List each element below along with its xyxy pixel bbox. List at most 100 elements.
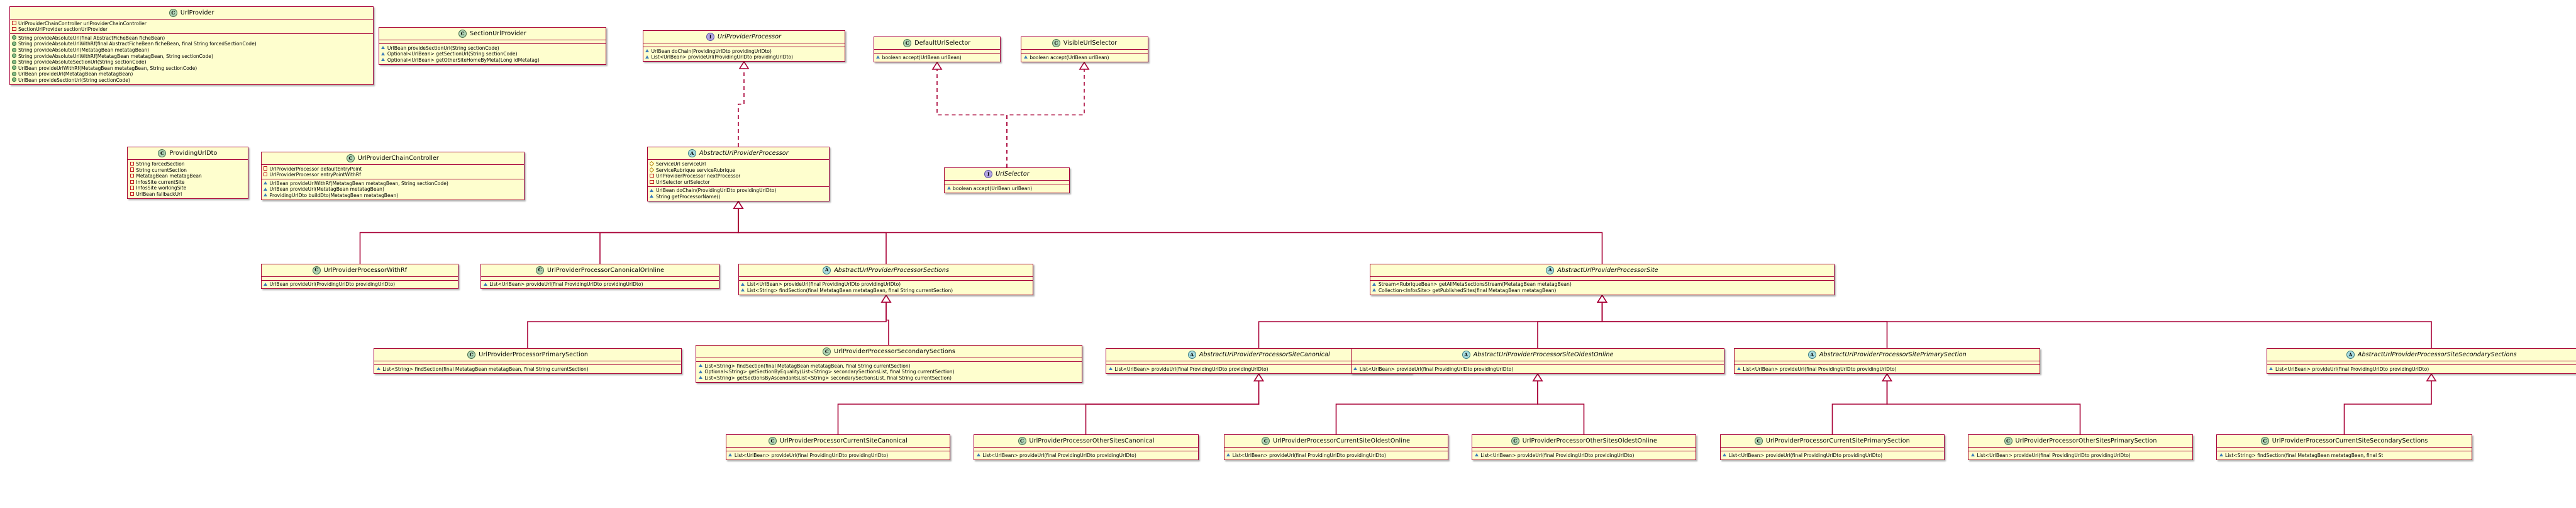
methods-compartment: boolean accept(UrlBean urlBean) [1021,54,1147,62]
visibility-marker-abs [264,281,268,288]
method-signature: Optional<UrlBean> getSectionUrl(String s… [387,51,518,57]
visibility-marker-abs [645,48,650,55]
visibility-marker-abs [947,186,951,192]
method-signature: List<UrlBean> provideUrl(final Providing… [747,281,901,288]
method-signature: List<UrlBean> provideUrl(final Providing… [1728,452,1883,458]
field-row: UrlProviderProcessor defaultEntryPoint [264,166,523,172]
visibility-marker-abs [741,281,745,288]
method-signature: ProvidingUrlDto buildDto(MetatagBean met… [269,192,399,198]
class-name: SectionUrlProvider [470,30,526,38]
visibility-marker-priv [130,185,134,191]
method-row: UrlBean provideSectionUrl(String section… [12,77,371,84]
field-signature: UrlProviderProcessor nextProcessor [655,173,741,179]
field-signature: SectionUrlProvider sectionUrlProvider [18,26,108,33]
methods-compartment: boolean accept(UrlBean urlBean) [945,184,1069,193]
field-row: InfosSite workingSite [130,185,245,191]
method-row: List<UrlBean> provideUrl(final Providing… [1736,366,2038,373]
fields-compartment: UrlProviderChainController urlProviderCh… [9,20,374,35]
stereotype-badge-a-icon: A [2346,351,2355,359]
method-signature: String provideAbsoluteUrl(MetatagBean me… [18,47,150,54]
stereotype-badge-a-icon: A [823,266,831,274]
link-abstracturlproviderprocessorsitecanonical-to-urlproviderprocessorcurrentsitecanonical [837,373,1264,434]
visibility-marker-abs [376,366,380,373]
visibility-marker-abs [1736,366,1741,373]
visibility-marker-abs [483,281,487,288]
field-signature: InfosSite currentSite [136,179,185,185]
visibility-marker-abs [728,453,733,459]
method-row: UrlBean provideUrl(ProvidingUrlDto provi… [264,281,457,288]
method-row: List<String> findSection(final MetatagBe… [741,288,1031,294]
link-abstracturlproviderprocessor-to-urlproviderprocessorwithrf [359,200,744,264]
method-signature: UrlBean provideSectionUrl(String section… [387,45,499,51]
methods-compartment: List<UrlBean> provideUrl(final Providing… [1735,365,2040,373]
stereotype-badge-a-icon: A [1187,351,1196,359]
method-signature: boolean accept(UrlBean urlBean) [1030,54,1109,60]
fields-compartment [1968,448,2192,452]
class-name: AbstractUrlProviderProcessorSiteOldestOn… [1473,351,1614,359]
method-row: List<UrlBean> provideUrl(final Providing… [1723,453,1942,459]
class-name: UrlProviderProcessorCanonicalOrInline [547,266,665,274]
methods-compartment: List<UrlBean> provideUrl(final Providing… [481,281,719,289]
method-signature: List<String> findSection(final MetatagBe… [2225,452,2384,458]
method-signature: List<UrlBean> provideUrl(final Providing… [1359,366,1514,372]
visibility-marker-abs [645,54,650,60]
visibility-marker-priv [12,21,16,27]
field-signature: MetatagBean metatagBean [136,173,202,179]
visibility-marker-priv [130,191,134,198]
method-row: Optional<String> getSectionByEquality(Li… [698,369,1079,375]
field-signature: String forcedSection [136,161,185,167]
stereotype-badge-c-icon: C [536,266,545,274]
method-signature: List<UrlBean> provideUrl(final Providing… [489,281,643,288]
method-row: List<UrlBean> provideUrl(final Providing… [483,281,717,288]
class-name: UrlProviderProcessorCurrentSiteOldestOnl… [1273,437,1411,445]
fields-compartment [1224,448,1448,452]
fields-compartment [643,43,845,48]
stereotype-badge-c-icon: C [823,347,831,356]
method-row: Optional<UrlBean> getOtherSiteHomeByMeta… [381,57,604,64]
visibility-marker-pubm [12,65,16,72]
class-name: UrlProviderChainController [357,155,439,162]
visibility-marker-abs [264,186,268,193]
link-urlproviderprocessor-to-abstracturlproviderprocessor [738,60,750,147]
stereotype-badge-c-icon: C [1511,437,1519,446]
class-name: UrlSelector [996,171,1030,178]
fields-compartment [2217,448,2472,452]
method-signature: UrlBean provideUrlWithRf(MetatagBean met… [269,180,448,186]
link-abstracturlproviderprocessorsite-to-abstracturlproviderprocessorsitecanonical [1258,294,1607,348]
visibility-marker-abs [1372,288,1377,294]
class-name: AbstractUrlProviderProcessor [699,150,789,157]
link-abstracturlproviderprocessorsections-to-urlproviderprocessorsecondarysections [880,294,892,345]
class-name: DefaultUrlSelector [914,40,971,47]
